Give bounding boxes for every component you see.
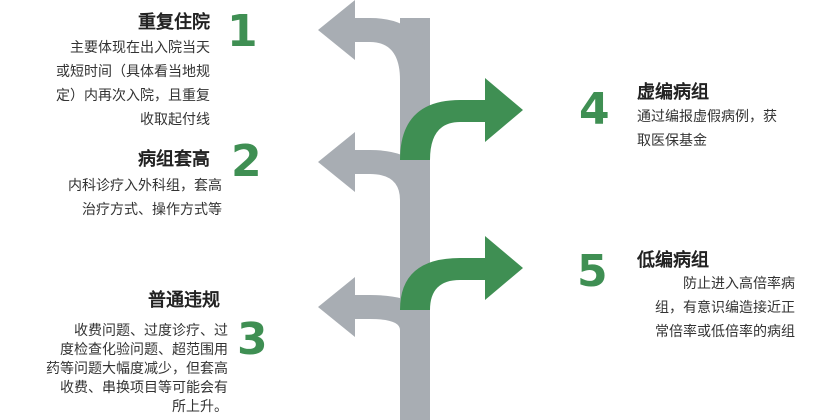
item-4-description: 通过编报虚假病例，获 取医保基金 bbox=[637, 105, 777, 153]
item-2-number: 2 bbox=[231, 136, 262, 187]
item-1-line: 主要体现在出入院当天 bbox=[70, 40, 210, 56]
item-4-number: 4 bbox=[579, 84, 610, 135]
item-1-line: 定）内再次入院，且重复 bbox=[56, 88, 210, 104]
item-5-line: 组，有意识编造接近正 bbox=[655, 300, 795, 316]
item-4-line: 取医保基金 bbox=[637, 133, 707, 149]
item-3-description: 收费问题、过度诊疗、过 度检查化验问题、超范围用 药等问题大幅度减少，但套高 收… bbox=[46, 322, 228, 417]
item-5-description: 防止进入高倍率病 组，有意识编造接近正 常倍率或低倍率的病组 bbox=[655, 272, 795, 344]
item-3-title: 普通违规 bbox=[148, 290, 220, 311]
item-3-line: 收费、串换项目等可能会有 bbox=[60, 380, 228, 396]
item-3-line: 度检查化验问题、超范围用 bbox=[60, 342, 228, 358]
item-2-line: 内科诊疗入外科组，套高 bbox=[68, 178, 222, 194]
gray-arrow-3 bbox=[318, 277, 430, 337]
item-1-number: 1 bbox=[227, 6, 258, 57]
item-5-line: 常倍率或低倍率的病组 bbox=[655, 324, 795, 340]
item-5-number: 5 bbox=[577, 246, 608, 297]
green-arrow-4 bbox=[400, 78, 523, 160]
item-1-line: 收取起付线 bbox=[140, 112, 210, 128]
item-5-title: 低编病组 bbox=[637, 250, 709, 271]
item-5-line: 防止进入高倍率病 bbox=[683, 276, 795, 292]
item-1-line: 或短时间（具体看当地规 bbox=[56, 64, 210, 80]
item-4-line: 通过编报虚假病例，获 bbox=[637, 109, 777, 125]
green-arrow-5 bbox=[400, 236, 523, 310]
item-2-title: 病组套高 bbox=[138, 149, 210, 170]
item-1-title: 重复住院 bbox=[138, 12, 210, 33]
item-4-title: 虚编病组 bbox=[637, 82, 709, 103]
item-2-line: 治疗方式、操作方式等 bbox=[82, 202, 222, 218]
item-3-line: 所上升。 bbox=[172, 399, 228, 415]
item-3-number: 3 bbox=[237, 314, 268, 365]
gray-arrow-1 bbox=[318, 0, 430, 80]
item-3-line: 收费问题、过度诊疗、过 bbox=[74, 323, 228, 339]
item-3-line: 药等问题大幅度减少，但套高 bbox=[46, 361, 228, 377]
main-trunk bbox=[400, 18, 430, 420]
item-1-description: 主要体现在出入院当天 或短时间（具体看当地规 定）内再次入院，且重复 收取起付线 bbox=[56, 36, 210, 132]
gray-arrow-2 bbox=[318, 132, 430, 200]
item-2-description: 内科诊疗入外科组，套高 治疗方式、操作方式等 bbox=[68, 174, 222, 222]
